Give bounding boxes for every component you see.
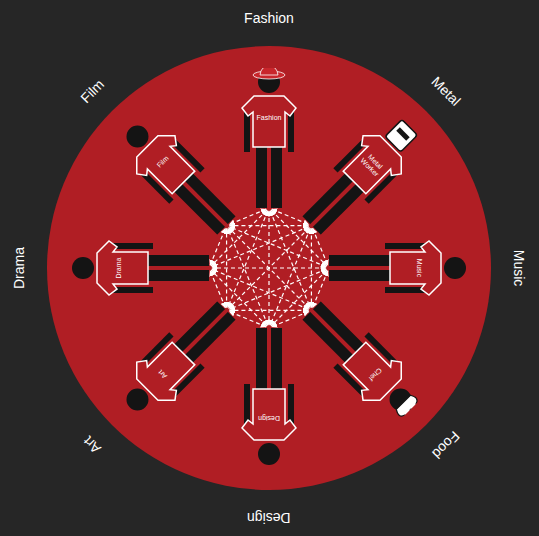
person-figure: Design	[234, 328, 304, 468]
dashed-connector	[212, 269, 309, 309]
figure-graphic	[103, 102, 251, 250]
category-label: Drama	[11, 247, 27, 289]
person-figure: Chef	[287, 286, 435, 434]
dashed-connector	[226, 229, 227, 308]
figure-graphic	[287, 102, 435, 250]
category-label: Metal	[428, 73, 464, 109]
shirt-label: Music	[415, 252, 423, 284]
figure-graphic	[329, 233, 469, 303]
figure-graphic	[287, 286, 435, 434]
dashed-connector	[230, 310, 309, 311]
shirt-label: Drama	[115, 252, 123, 284]
person-figure: Fashion	[234, 68, 304, 208]
dashed-connector	[229, 269, 326, 309]
dashed-connector	[230, 225, 309, 226]
figure-graphic	[234, 68, 304, 208]
shirt-label: Design	[253, 414, 285, 422]
figure-graphic	[103, 286, 251, 434]
dashed-connector	[212, 227, 309, 267]
category-label: Fashion	[244, 10, 294, 26]
person-figure: Drama	[69, 233, 209, 303]
person-figure: Film	[103, 102, 251, 250]
dashed-connector	[228, 228, 268, 325]
figure-graphic	[234, 328, 304, 468]
category-label: Art	[80, 433, 104, 457]
person-figure: Art	[103, 286, 251, 434]
category-label: Film	[77, 76, 107, 106]
dashed-connector	[229, 228, 310, 309]
category-label: Music	[511, 250, 527, 287]
red-circle	[47, 46, 491, 490]
person-figure: Music	[329, 233, 469, 303]
shirt-label: Fashion	[253, 114, 285, 122]
dashed-connector	[270, 211, 310, 308]
category-label: Design	[247, 510, 291, 526]
dashed-connector	[228, 211, 268, 308]
dashed-connector	[229, 227, 326, 267]
dashed-connector	[211, 270, 267, 326]
person-figure: Metal Worker	[287, 102, 435, 250]
dashed-connector	[270, 228, 310, 325]
category-label: Food	[429, 428, 463, 462]
figure-graphic	[69, 233, 209, 303]
